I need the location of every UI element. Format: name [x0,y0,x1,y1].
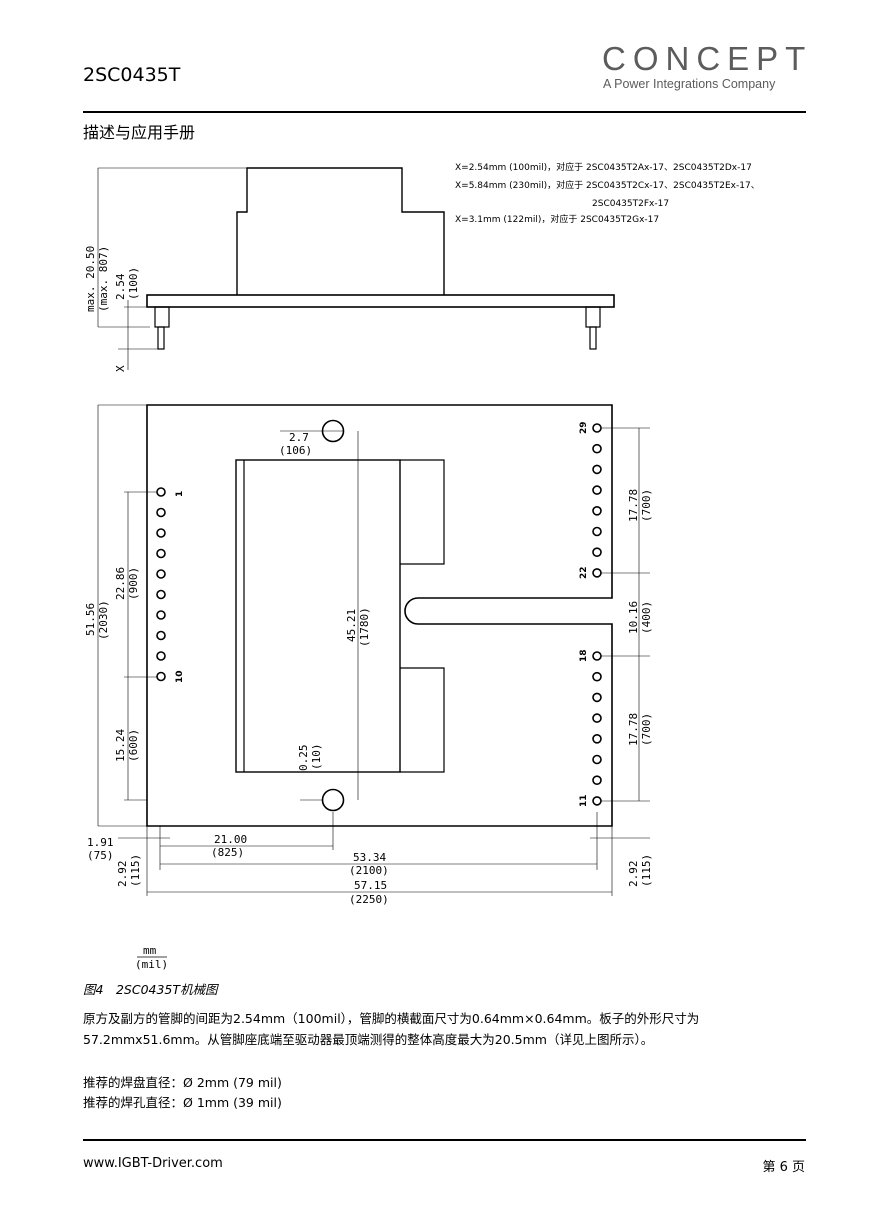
section-title: 描述与应用手册 [83,123,196,142]
company-logo: CONCEPT A Power Integrations Company [600,40,808,96]
units-mil: (mil) [135,958,168,971]
dim-hole-span: 45.21 [345,609,358,642]
pin-right-lower [592,796,602,806]
dim-left-offset: 1.91 [87,836,114,849]
pin-left [156,671,166,682]
dim-hole-dia-mil: (106) [279,444,312,457]
dim-right-upper: 17.78 [627,489,640,522]
dim-small-gap: 0.25 [297,745,310,772]
document-title: 2SC0435T [83,64,181,86]
pin-label-22: 22 [579,566,589,579]
dim-pin-span-mil: (2100) [349,864,389,877]
pin-right-lower [592,651,602,661]
dim-pin-pitch-mil: (100) [127,267,140,300]
note-line-3: 2SC0435T2Fx-17 [592,199,669,209]
pin-right-upper [592,485,602,495]
dim-bottom-left: 2.92 [116,861,129,888]
pin-left [156,589,166,600]
top-view [97,404,650,896]
pin-left [156,651,166,661]
pin-right-upper [592,505,602,516]
pin-right-upper [592,464,602,475]
pin-left [156,548,166,559]
pin-right-upper [592,526,602,537]
note-line-4: X=3.1mm (122mil)，对应于 2SC0435T2Gx-17 [455,213,659,225]
dim-small-gap-mil: (10) [310,744,323,771]
dim-left-pins-mil: (900) [127,567,140,600]
figure-caption: 图4 2SC0435T机械图 [83,982,218,997]
pin-left [156,610,166,620]
footer-rule [83,1139,806,1141]
pad-recommendation: 推荐的焊盘直径：Ø 2mm (79 mil) [83,1075,282,1090]
dim-left-lower: 15.24 [114,729,127,762]
pin-right-lower [592,775,602,786]
dim-left-lower-mil: (600) [127,729,140,762]
dim-left-pins: 22.86 [114,567,127,600]
pin-right-lower [592,733,602,744]
logo-wordmark: CONCEPT [602,40,813,77]
dim-bottom-left-mil: (115) [129,854,142,887]
dim-height-max: max. 20.50 [84,246,97,312]
pin-label-18: 18 [579,649,589,662]
dim-bottom-right: 2.92 [627,861,640,888]
pin-right-lower [592,692,602,703]
pin-right-lower [592,671,602,682]
pin-right-upper [592,568,602,578]
dim-pin-span: 53.34 [353,851,386,864]
pin-label-10: 10 [175,670,185,683]
dim-right-lower: 17.78 [627,713,640,746]
footer-website[interactable]: www.IGBT-Driver.com [83,1156,223,1171]
description-paragraph: 原方及副方的管脚的间距为2.54mm（100mil），管脚的横截面尺寸为0.64… [83,1011,700,1047]
pin-right-lower [592,754,602,765]
dim-height-max-mil: (max. 807) [97,246,110,312]
dim-hole-x-mil: (825) [211,846,244,859]
dim-board-height-mil: (2030) [97,600,110,640]
pin-left [156,487,166,497]
pin-label-1: 1 [175,491,185,497]
logo-tagline: A Power Integrations Company [603,77,776,91]
variant-notes: X=2.54mm (100mil)，对应于 2SC0435T2Ax-17、2SC… [455,161,760,225]
side-view [97,167,615,370]
dim-hole-span-mil: (1780) [358,607,371,647]
dim-right-lower-mil: (700) [640,713,653,746]
pin-right-upper [592,547,602,558]
units-legend: mm (mil) [135,944,168,971]
dim-x: X [114,365,127,372]
dim-hole-x: 21.00 [214,833,247,846]
pin-left [156,528,166,538]
dim-hole-dia: 2.7 [289,431,309,444]
pin-label-11: 11 [579,794,589,807]
dim-left-offset-mil: (75) [87,849,114,862]
note-line-1: X=2.54mm (100mil)，对应于 2SC0435T2Ax-17、2SC… [455,161,752,173]
dim-pin-pitch: 2.54 [114,273,127,300]
dim-slot-mil: (400) [640,601,653,634]
pin-left [156,507,166,518]
dim-bottom-right-mil: (115) [640,854,653,887]
page-number: 第 6 页 [762,1160,805,1175]
pin-left [156,630,166,641]
pin-right-lower [592,713,602,723]
dim-right-upper-mil: (700) [640,489,653,522]
pin-right-upper [592,423,602,433]
pin-label-29: 29 [579,421,589,434]
units-mm: mm [143,944,157,957]
header-rule [83,111,806,113]
note-line-2: X=5.84mm (230mil)，对应于 2SC0435T2Cx-17、2SC… [455,179,760,191]
dim-board-width: 57.15 [354,879,387,892]
pin-left [156,569,166,579]
dim-board-width-mil: (2250) [349,893,389,906]
pin-right-upper [592,443,602,454]
dim-slot: 10.16 [627,601,640,634]
dim-board-height: 51.56 [84,603,97,636]
hole-recommendation: 推荐的焊孔直径：Ø 1mm (39 mil) [83,1095,282,1110]
